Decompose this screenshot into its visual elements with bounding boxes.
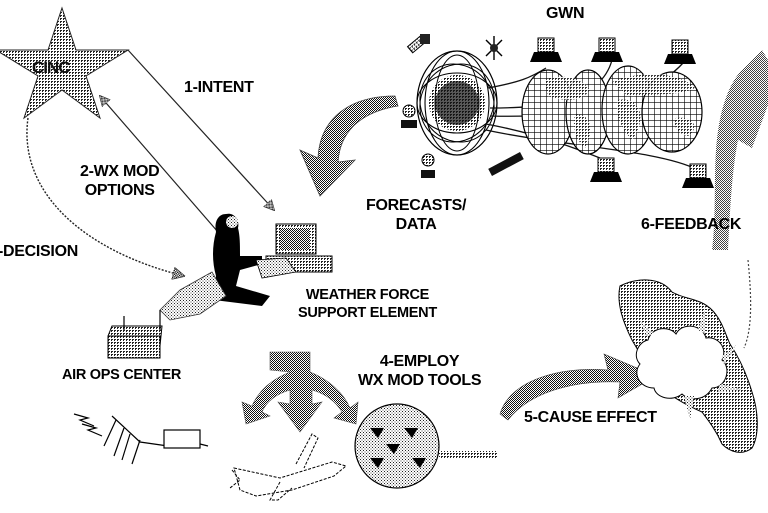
terminal-icon [591,37,623,62]
step-5-cause-effect-label: 5-CAUSE EFFECT [524,409,657,426]
decision-arrow [26,117,184,276]
forecasts-data-label: FORECASTS/ DATA [366,196,466,234]
feedback-dotted-line [743,259,752,349]
terminal-icon [682,163,714,188]
step-2-line-1: 2-WX MOD [80,163,160,180]
aircraft-icon [229,433,348,501]
air-ops-center-label: AIR OPS CENTER [62,367,182,383]
step-6-feedback-label: 6-FEEDBACK [641,216,742,233]
wfse-to-aoc-connector [159,271,227,321]
terminal-icon [530,37,562,62]
forecasts-line-1: FORECASTS/ [366,197,467,214]
world-map-icon [521,65,703,155]
cinc-label: CINC [32,58,71,77]
satellite-icon [406,34,430,54]
wfse-label: WEATHER FORCE SUPPORT ELEMENT [298,286,437,322]
wfse-line-2: SUPPORT ELEMENT [298,305,437,321]
wfse-line-1: WEATHER FORCE [305,287,429,303]
forecasts-line-2: DATA [395,216,437,233]
ground-generator-icon [73,413,209,465]
terminal-icon [664,39,696,64]
step-1-intent-label: 1-INTENT [184,79,254,96]
intent-arrow [127,49,274,210]
options-arrow [100,96,219,233]
operator-at-computer-icon [213,213,333,306]
orbit-globe-icon [416,50,498,156]
forecasts-arrow [299,95,399,197]
feedback-arrow [712,50,768,250]
step-2-options-label: 2-WX MOD OPTIONS [80,162,160,200]
terminal-icon [590,157,622,182]
ground-station-icon [421,153,435,178]
satellite-icon [485,36,503,60]
satellite-icon [488,152,524,176]
employ-tools-arrow [241,351,359,433]
step-4-employ-label: 4-EMPLOY WX MOD TOOLS [358,352,482,390]
step-2-line-2: OPTIONS [84,182,155,199]
ground-station-icon [401,104,417,128]
step-3-decision-label: -DECISION [0,243,78,260]
air-ops-center-icon [107,310,163,359]
aircraft-formation-icon [354,403,497,489]
cloud-icon [635,306,744,420]
step-4-line-1: 4-EMPLOY [379,353,460,370]
cinc-star-icon [0,6,130,120]
cause-effect-arrow [499,353,657,421]
gwn-label: GWN [546,5,585,22]
step-4-line-2: WX MOD TOOLS [358,372,482,389]
